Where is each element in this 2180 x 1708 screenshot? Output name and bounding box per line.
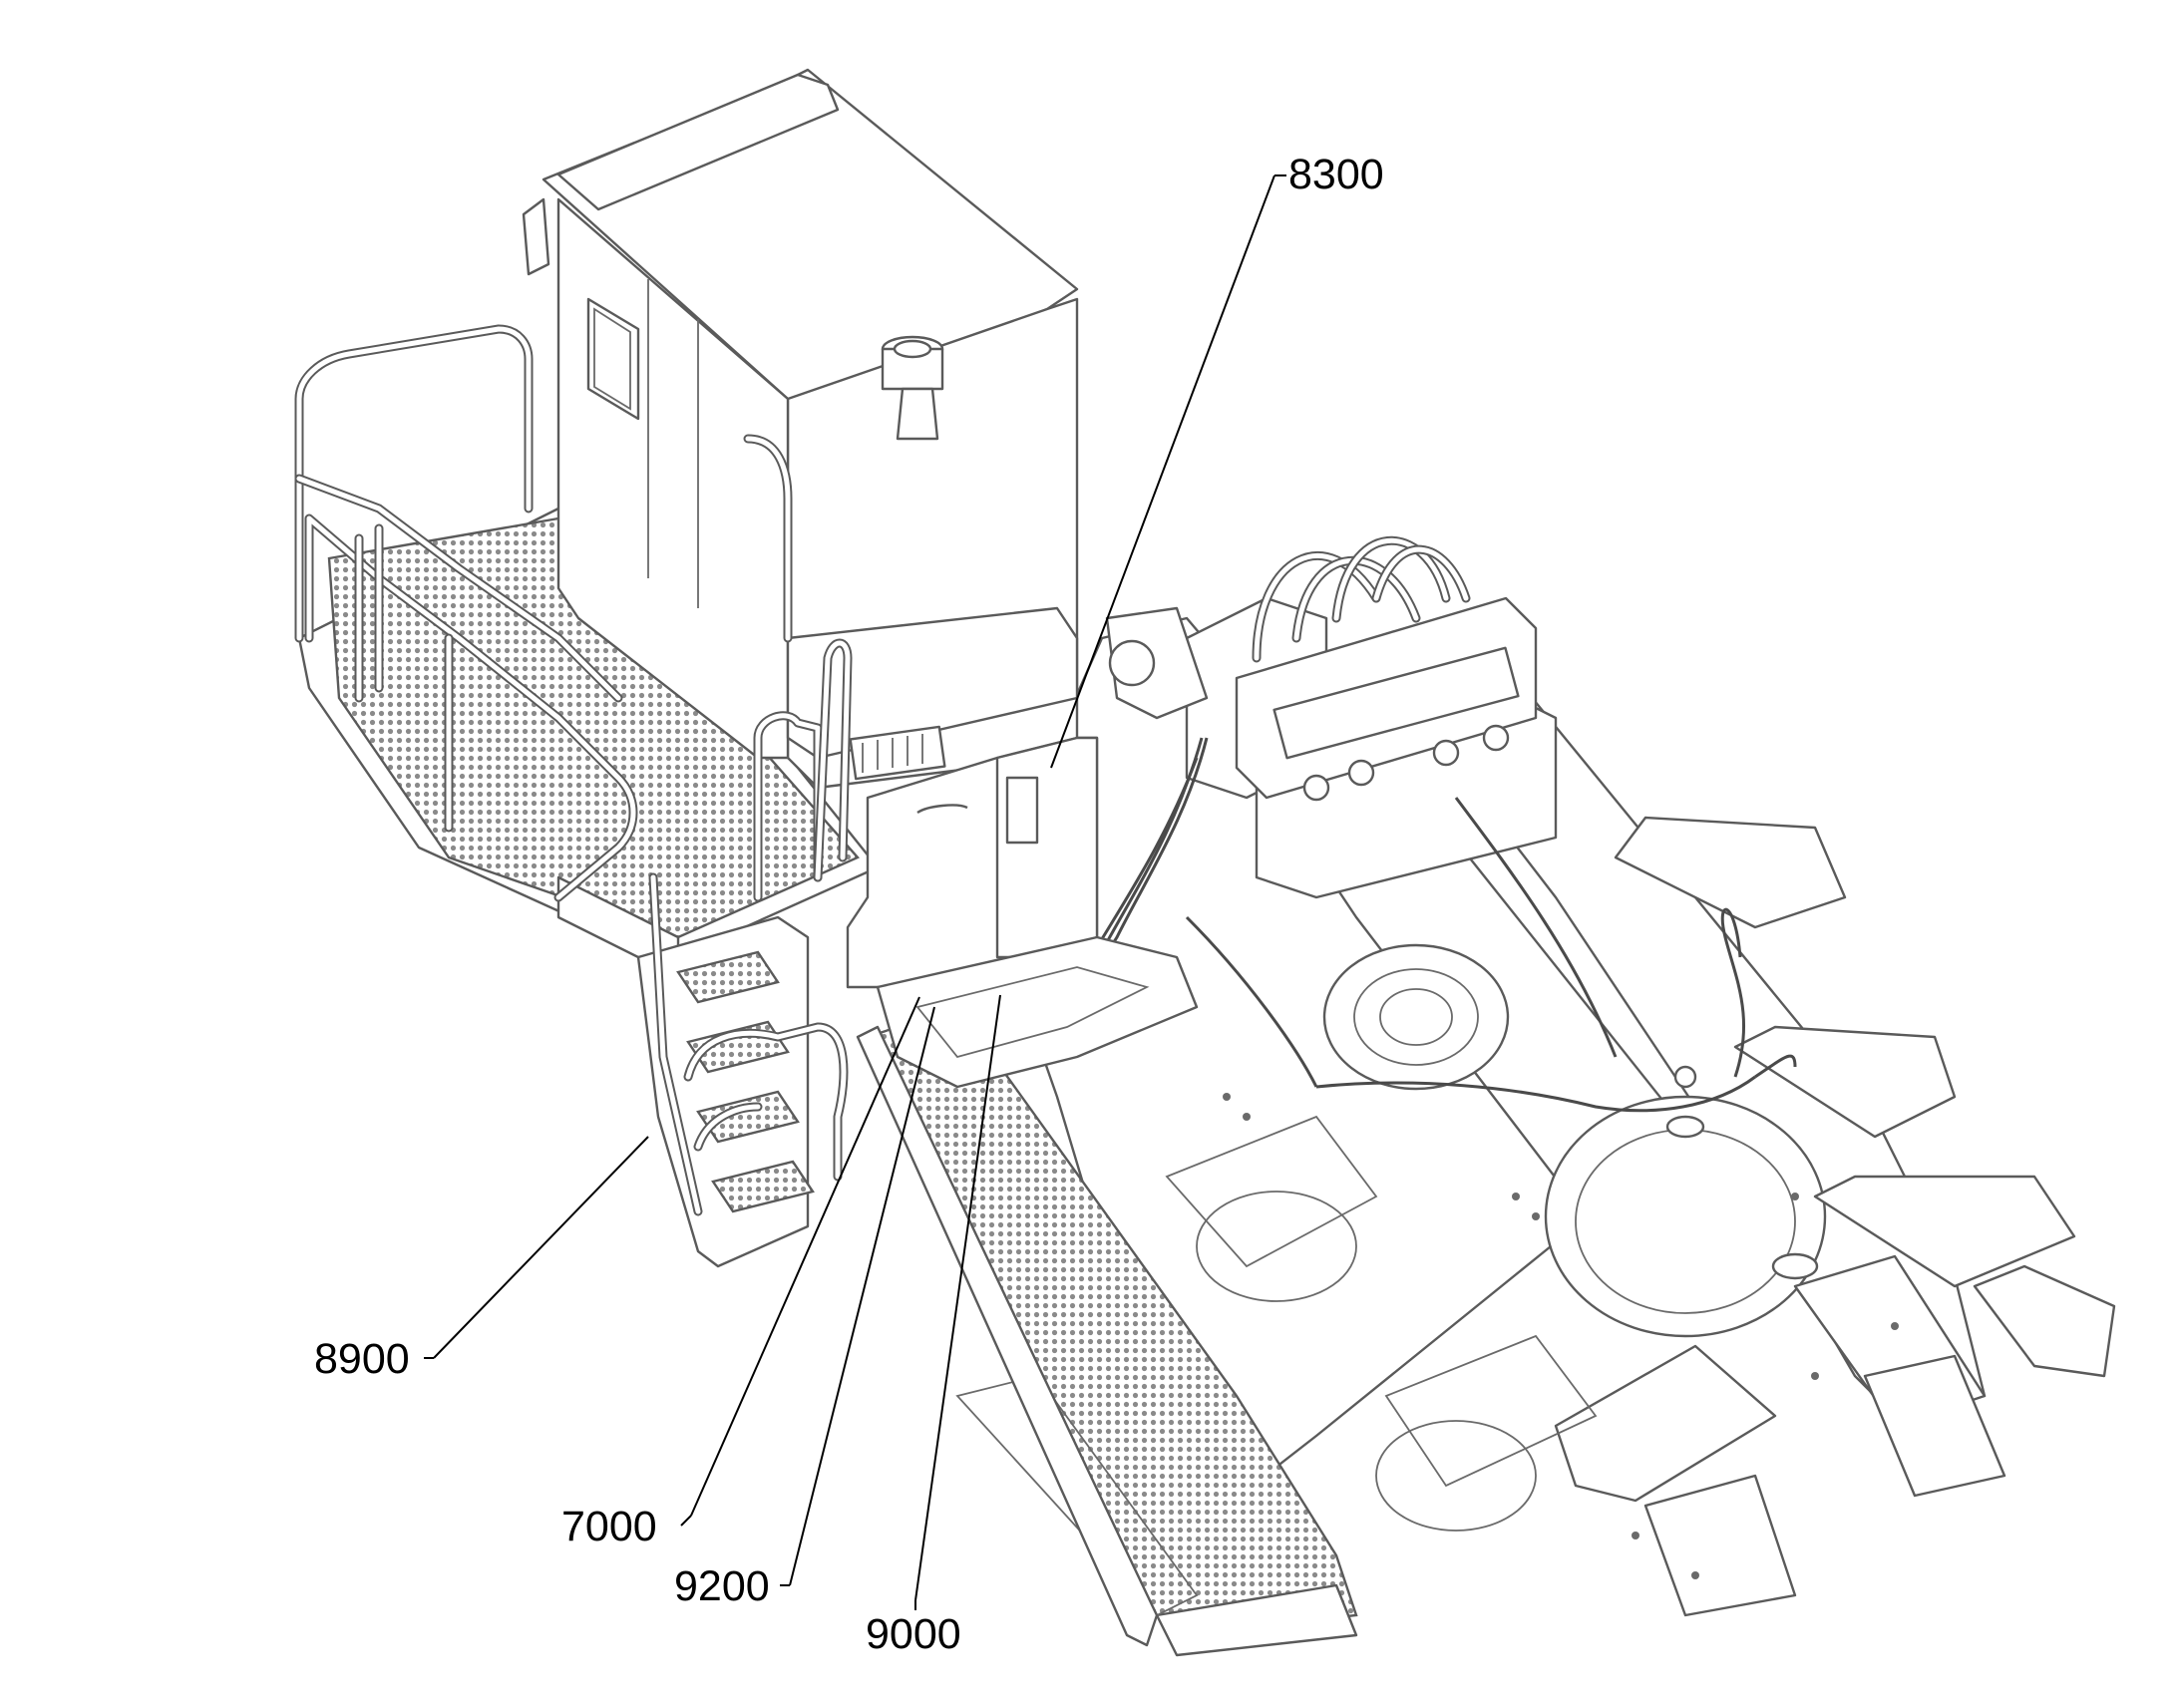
callout-8900: 8900 bbox=[314, 1335, 410, 1383]
leader-9000-ray bbox=[914, 994, 1001, 1601]
leader-lines bbox=[424, 174, 1286, 1610]
operator-cab bbox=[522, 68, 1079, 790]
lower-walkway bbox=[856, 1005, 1358, 1657]
valve-manifold bbox=[1105, 535, 1558, 899]
leader-8300-ray bbox=[1050, 174, 1275, 769]
callout-8300: 8300 bbox=[1288, 151, 1384, 198]
leader-7000 bbox=[680, 1515, 692, 1527]
leader-8900-ray bbox=[433, 1136, 649, 1359]
callout-7000: 7000 bbox=[561, 1503, 657, 1550]
upper-platform bbox=[294, 324, 880, 979]
callout-9200: 9200 bbox=[674, 1562, 770, 1610]
callout-9000: 9000 bbox=[866, 1610, 961, 1658]
leader-7000-ray bbox=[690, 996, 920, 1517]
leader-9200-ray bbox=[789, 1006, 935, 1586]
electrical-cabinet bbox=[846, 736, 1199, 1089]
access-ladder bbox=[636, 638, 853, 1268]
